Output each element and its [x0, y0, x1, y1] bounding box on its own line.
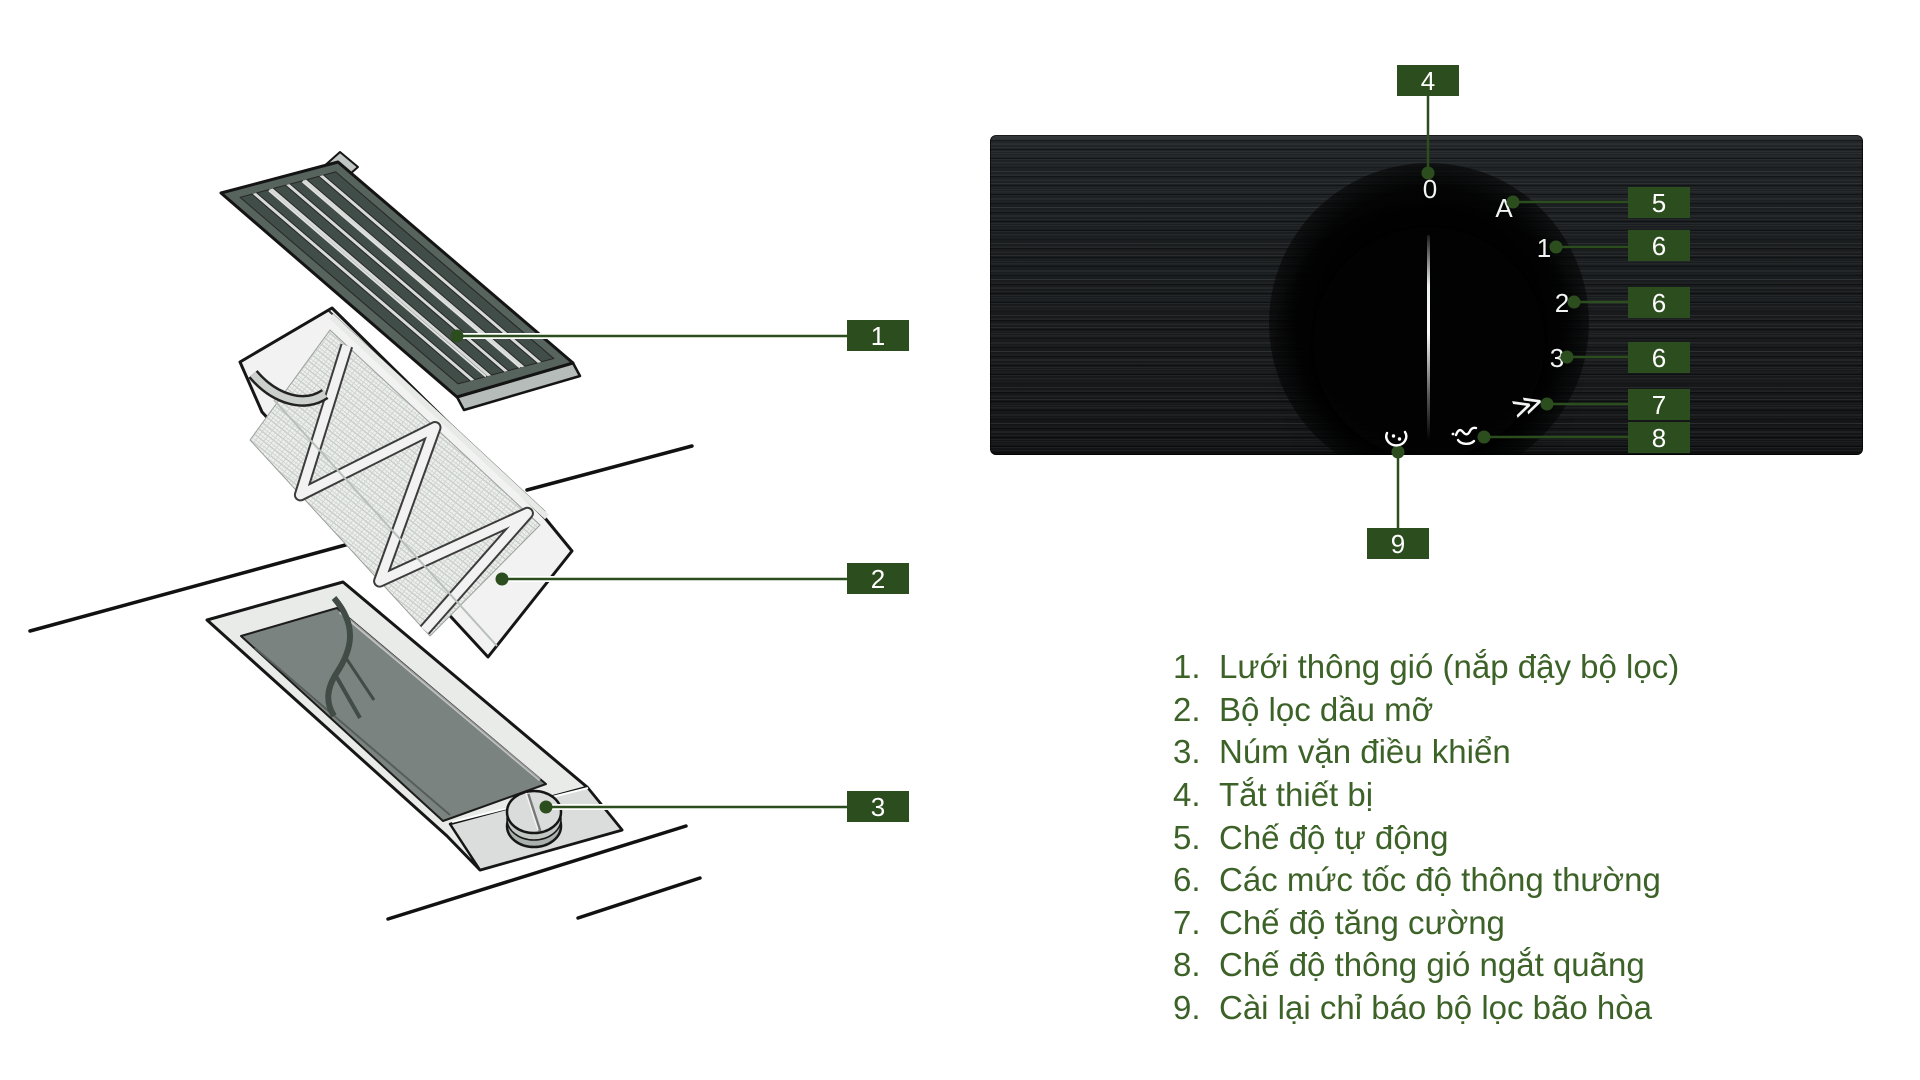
callout-box-6a: 6 — [1628, 230, 1690, 261]
callout-number: 6 — [1651, 230, 1667, 261]
callout-box-5: 5 — [1628, 187, 1690, 218]
legend-item-6: 6. Các mức tốc độ thông thường — [1173, 859, 1679, 902]
knob-mark-speed1: 1 — [1536, 233, 1552, 263]
callout-box-7: 7 — [1628, 389, 1690, 420]
legend-item-number: 5. — [1173, 818, 1201, 856]
callout-number: 3 — [870, 791, 886, 822]
legend-item-number: 1. — [1173, 648, 1201, 686]
legend-item-label: Chế độ thông gió ngắt quãng — [1219, 946, 1645, 984]
knob-indicator-line — [1427, 235, 1430, 440]
callout-number: 1 — [870, 320, 886, 351]
callout-box-9: 9 — [1367, 528, 1429, 559]
callout-number: 4 — [1420, 65, 1436, 96]
legend-item-label: Chế độ tăng cường — [1219, 903, 1505, 941]
legend-item-label: Bộ lọc dầu mỡ — [1219, 690, 1434, 728]
callout-box-2: 2 — [847, 563, 909, 594]
legend-item-number: 6. — [1173, 861, 1201, 899]
callout-number: 2 — [870, 563, 886, 594]
callout-number: 9 — [1390, 528, 1406, 559]
legend-item-4: 4. Tắt thiết bị — [1173, 774, 1679, 817]
vent-grille-art — [219, 151, 582, 412]
callout-number: 6 — [1651, 342, 1667, 373]
legend-list: 1. Lưới thông gió (nắp đậy bộ lọc) 2. Bộ… — [1173, 646, 1679, 1029]
callout-box-6b: 6 — [1628, 287, 1690, 318]
legend-item-2: 2. Bộ lọc dầu mỡ — [1173, 689, 1679, 732]
legend-item-number: 4. — [1173, 776, 1201, 814]
callout-number: 7 — [1651, 389, 1667, 420]
callout-number: 8 — [1651, 422, 1667, 453]
legend-item-8: 8. Chế độ thông gió ngắt quãng — [1173, 944, 1679, 987]
grease-filter-art — [238, 306, 574, 659]
knob-mark-speed3: 3 — [1549, 343, 1565, 373]
legend-item-label: Lưới thông gió (nắp đậy bộ lọc) — [1219, 648, 1680, 686]
knob-mark-speed2: 2 — [1554, 288, 1570, 318]
legend-item-label: Các mức tốc độ thông thường — [1219, 861, 1661, 899]
callout-box-8: 8 — [1628, 422, 1690, 453]
callout-box-4: 4 — [1397, 65, 1459, 96]
knob-mark-auto: A — [1495, 193, 1513, 223]
legend-item-1: 1. Lưới thông gió (nắp đậy bộ lọc) — [1173, 646, 1679, 689]
surface-edge-lines — [28, 444, 702, 921]
control-panel: 0 A 1 2 3 ≫ — [990, 135, 1863, 455]
legend-item-label: Tắt thiết bị — [1219, 776, 1374, 814]
legend-item-number: 3. — [1173, 733, 1201, 771]
legend-item-number: 2. — [1173, 690, 1201, 728]
legend-item-9: 9. Cài lại chỉ báo bộ lọc bão hòa — [1173, 987, 1679, 1030]
callout-number: 5 — [1651, 187, 1667, 218]
legend-item-5: 5. Chế độ tự động — [1173, 816, 1679, 859]
callout-box-3: 3 — [847, 791, 909, 822]
legend-item-number: 7. — [1173, 903, 1201, 941]
filter-housing-art — [205, 580, 624, 872]
knob-mark-off: 0 — [1422, 174, 1438, 204]
legend-item-3: 3. Núm vặn điều khiển — [1173, 731, 1679, 774]
callout-number: 6 — [1651, 287, 1667, 318]
callout-box-6c: 6 — [1628, 342, 1690, 373]
legend-item-7: 7. Chế độ tăng cường — [1173, 902, 1679, 945]
legend-item-number: 9. — [1173, 989, 1201, 1027]
leader-lines-diagram — [450, 329, 847, 814]
legend-item-number: 8. — [1173, 946, 1201, 984]
callout-box-1: 1 — [847, 320, 909, 351]
legend-item-label: Núm vặn điều khiển — [1219, 733, 1511, 771]
legend-item-label: Chế độ tự động — [1219, 818, 1449, 856]
legend-item-label: Cài lại chỉ báo bộ lọc bão hòa — [1219, 989, 1652, 1027]
